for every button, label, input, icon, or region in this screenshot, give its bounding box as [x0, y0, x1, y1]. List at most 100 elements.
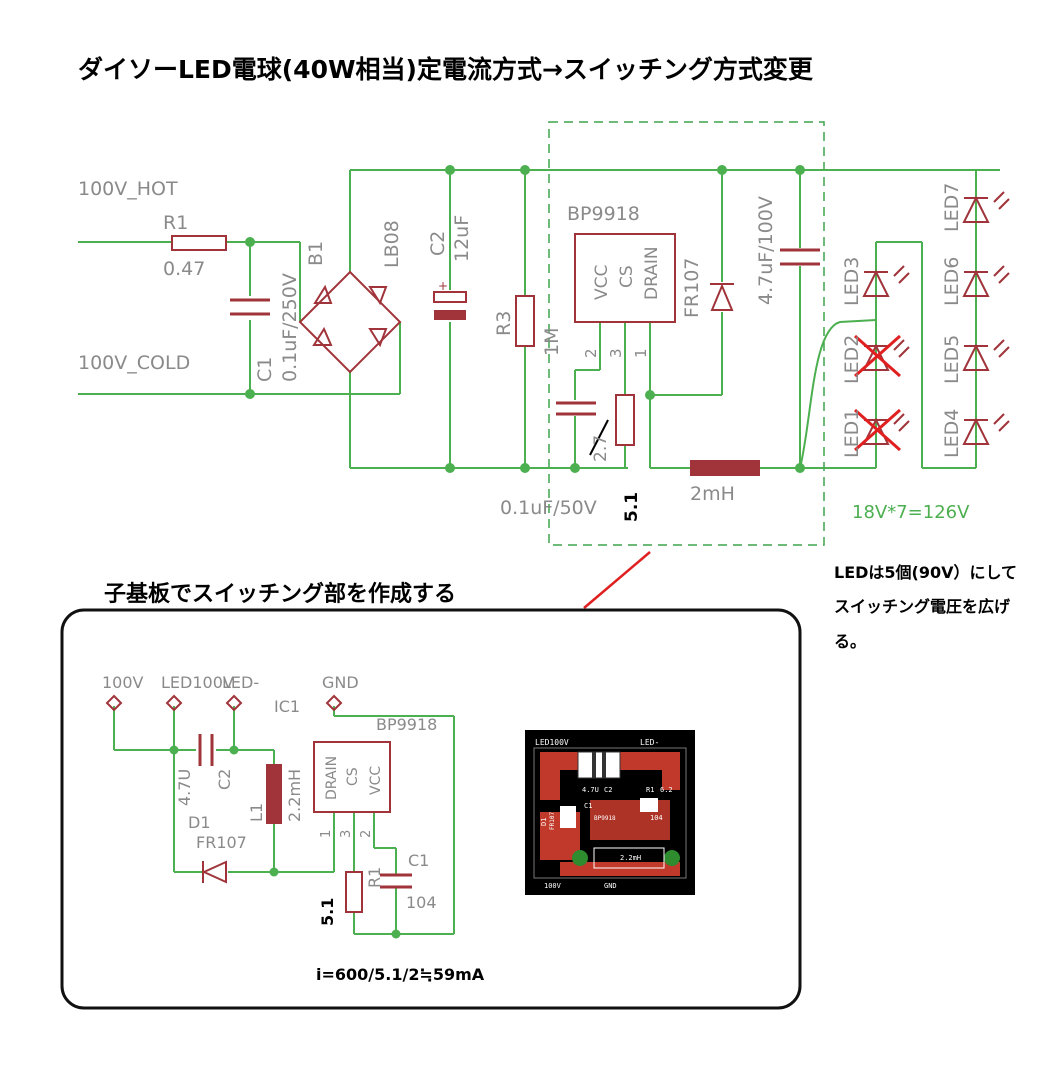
led4: [962, 413, 1010, 445]
sub-board-dots: [169, 745, 401, 939]
r3-name: R3: [493, 311, 515, 336]
pcb-label-104: 104: [650, 814, 663, 822]
ic-pin-drain: DRAIN: [642, 246, 662, 300]
pcb-label-100v: 100V: [544, 882, 562, 890]
pcb-label-top-right: LED-: [640, 738, 659, 747]
current-formula: i=600/5.1/2≒59mA: [316, 965, 485, 984]
pcb-label-inductor: 2.2mH: [620, 854, 641, 862]
b1-value: LB08: [381, 220, 403, 268]
r1-value: 0.47: [163, 258, 205, 280]
fr107-diode: [710, 283, 734, 311]
sub-d1-value: FR107: [196, 833, 247, 852]
ic-pin-vcc: VCC: [592, 265, 612, 300]
sub-c1-capacitor: [380, 873, 412, 889]
pcb-label-c1: C1: [584, 802, 592, 810]
led3-label: LED3: [841, 257, 863, 306]
inductor-label: 2mH: [690, 483, 735, 505]
sub-ic-pinnum-1: 1: [319, 830, 334, 838]
sub-ic-pinnum-2: 2: [359, 830, 374, 838]
c2-value: 12uF: [451, 215, 473, 262]
sub-ic1: [313, 741, 391, 813]
sub-ic-pin-vcc: VCC: [368, 766, 384, 795]
sub-c2-capacitor: [198, 734, 214, 766]
cap-2-7-label: 2.7: [591, 435, 611, 462]
net-cold-label: 100V_COLD: [78, 352, 190, 374]
sub-net-100v: 100V: [102, 673, 144, 692]
subtitle: 子基板でスイッチング部を作成する: [104, 581, 456, 607]
voltage-note: 18V*7=126V: [852, 502, 970, 523]
led6: [962, 265, 1010, 297]
sub-ic-pinnum-3: 3: [339, 830, 354, 838]
sub-c1-name: C1: [408, 851, 429, 870]
sub-net-gnd: GND: [322, 673, 359, 692]
side-note-line1: LEDは5個(90V）にして: [834, 563, 1017, 582]
c2-electrolytic-capacitor: +: [433, 279, 467, 320]
sub-r1-value: 5.1: [318, 898, 337, 926]
sub-ic-value: BP9918: [376, 715, 437, 734]
cap-4-7uf: [780, 248, 820, 266]
pcb-label-d1: D1: [540, 818, 548, 826]
sub-d1-name: D1: [188, 813, 211, 832]
bp9918-ic: [574, 233, 676, 323]
ic-pinnum-1: 1: [632, 348, 650, 358]
led4-label: LED4: [941, 409, 963, 458]
side-note-line3: る。: [834, 632, 866, 651]
cap-2-7-arrow: [589, 419, 609, 456]
pcb-label-47u: 4.7U: [582, 786, 599, 794]
sub-net-led-minus: LED-: [222, 673, 259, 692]
r1-name: R1: [163, 212, 188, 234]
page-title: ダイソーLED電球(40W相当)定電流方式→スイッチング方式変更: [78, 55, 814, 84]
led-symbols: [862, 191, 1010, 445]
r-cs-resistor: [615, 394, 635, 446]
sub-ic-pin-drain: DRAIN: [324, 756, 340, 800]
r3-resistor: [515, 295, 535, 347]
cap-01-label: 0.1uF/50V: [500, 497, 597, 519]
main-wires: [78, 169, 1000, 469]
led6-label: LED6: [941, 257, 963, 306]
svg-text:+: +: [438, 279, 448, 293]
b1-name: B1: [305, 241, 327, 266]
r1-resistor: [171, 235, 227, 251]
cap-47-label: 4.7uF/100V: [755, 196, 777, 305]
ic-pinnum-3: 3: [607, 348, 625, 358]
led5: [962, 339, 1010, 371]
ic-pinnum-2: 2: [582, 348, 600, 358]
switching-section-box: [548, 121, 825, 546]
junction-dots: [245, 165, 805, 473]
cap-2-7: [556, 401, 596, 416]
led5-label: LED5: [941, 335, 963, 384]
sub-r1-name: R1: [365, 867, 384, 888]
sub-r1-resistor: [345, 871, 363, 913]
ic-name: BP9918: [567, 203, 640, 225]
c1-capacitor: [230, 298, 270, 316]
sub-l1-inductor: [266, 764, 282, 824]
sub-l1-name: L1: [247, 803, 266, 822]
removed-led-crosses: [854, 334, 901, 452]
ic-pin-cs: CS: [617, 265, 637, 288]
inductor-2mh: [690, 460, 760, 476]
pcb-label-62: 6.2: [660, 786, 673, 794]
led7: [962, 191, 1010, 223]
sub-c2-value: 4.7U: [175, 769, 194, 806]
pcb-label-bp9918: BP9918: [594, 815, 616, 822]
pcb-label-gnd: GND: [604, 882, 617, 890]
sub-net-led100v: LED100V: [161, 673, 234, 692]
sub-ic-pin-cs: CS: [345, 767, 361, 786]
led1-label: LED1: [841, 409, 863, 458]
led2-label: LED2: [841, 335, 863, 384]
callout-line: [583, 551, 651, 609]
pcb-label-fr107: FR107: [549, 812, 556, 830]
diode-label: FR107: [681, 258, 703, 318]
sub-l1-value: 2.2mH: [285, 769, 304, 822]
net-hot-label: 100V_HOT: [78, 178, 178, 200]
c1-value: 0.1uF/250V: [279, 273, 301, 382]
c1-name: C1: [254, 357, 276, 382]
sub-c2-name: C2: [215, 769, 234, 790]
sub-c1-value: 104: [406, 893, 437, 912]
r-cs-label: 5.1: [622, 492, 642, 522]
sub-board-panel: [60, 608, 802, 1010]
pcb-label-r1: R1: [646, 786, 654, 794]
pcb-label-top-left: LED100V: [535, 738, 569, 747]
side-note-line2: スイッチング電圧を広げ: [834, 597, 1011, 616]
